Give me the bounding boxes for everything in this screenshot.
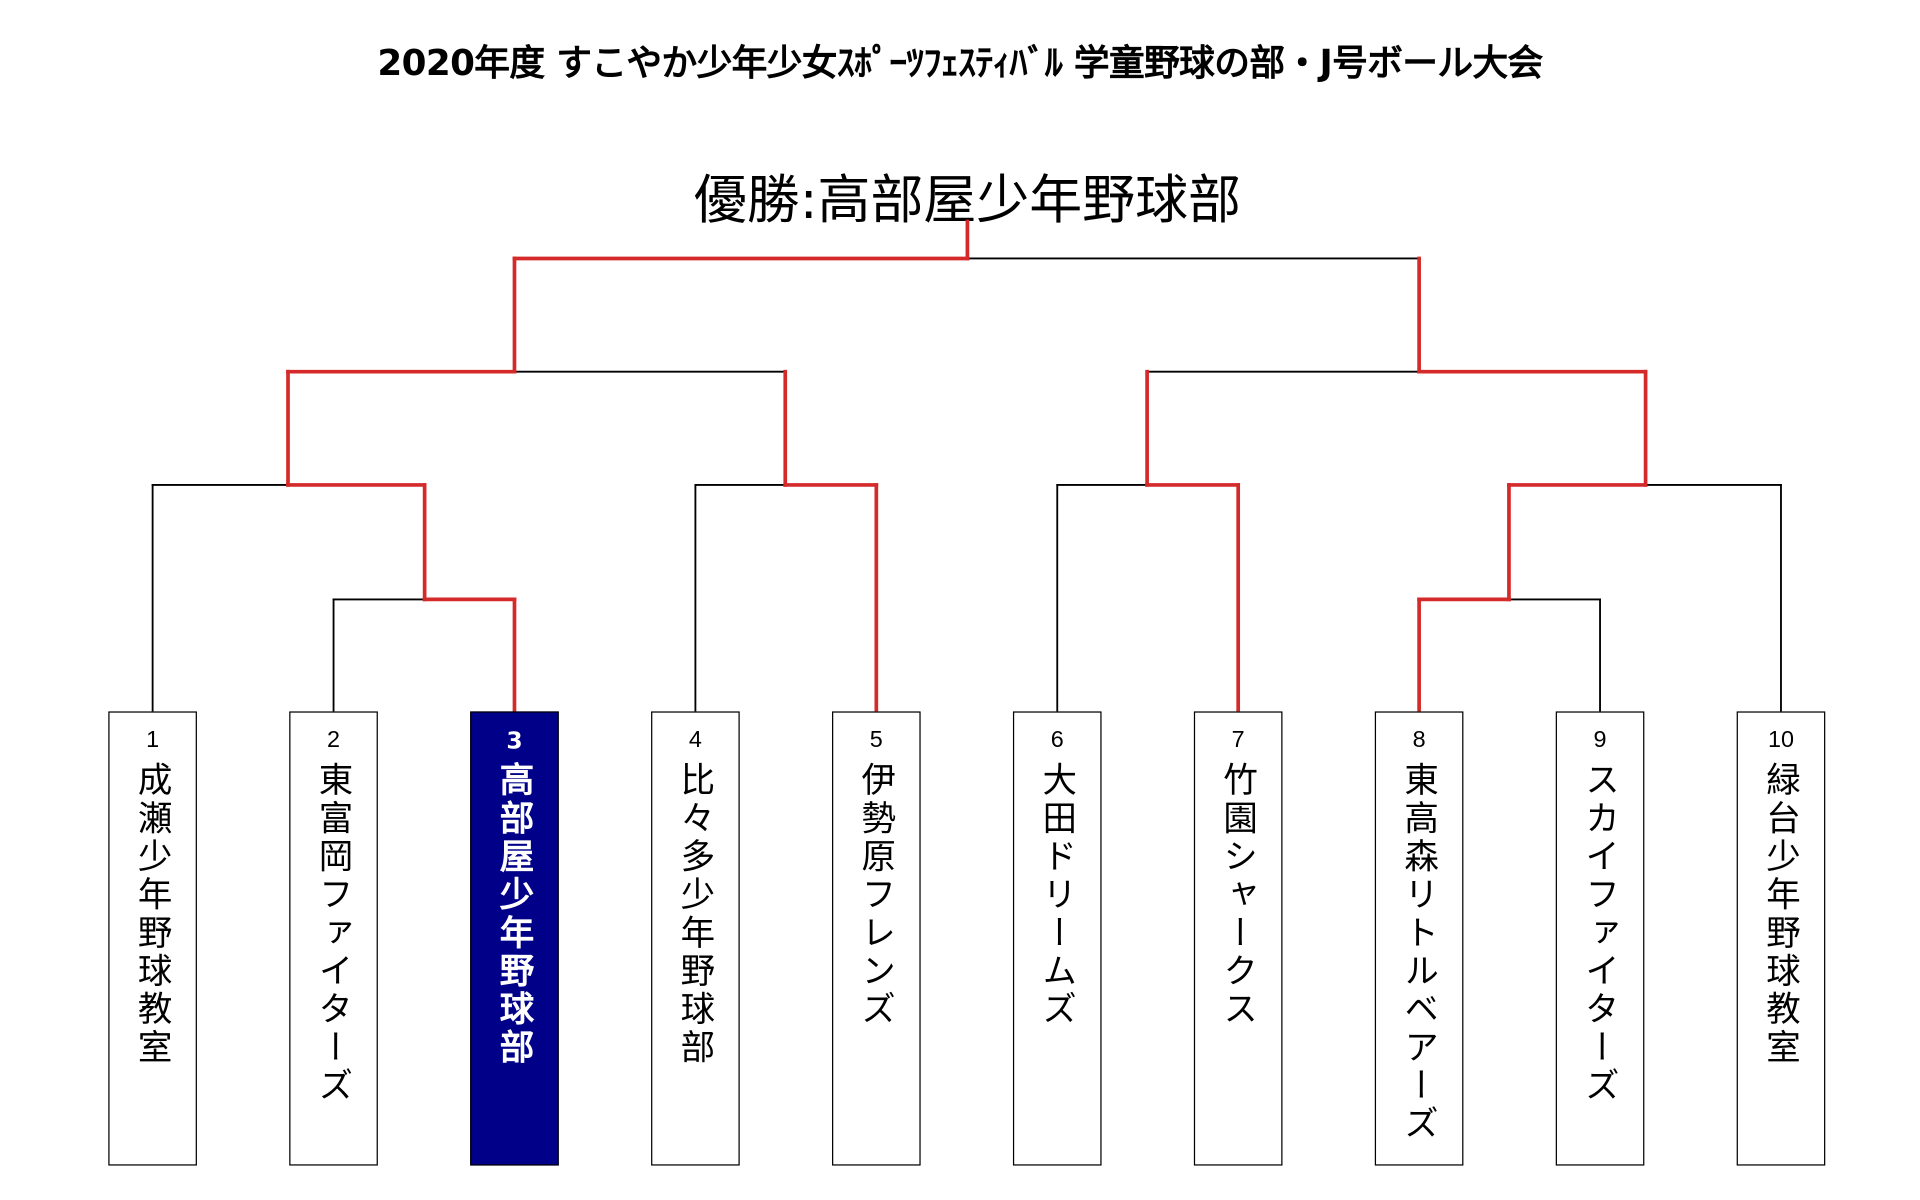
- team-seed-number: 4: [688, 727, 702, 754]
- team-seed-number: 3: [506, 727, 523, 755]
- team-name: 成瀬少年野球教室: [132, 761, 174, 1068]
- team-seed-number: 5: [869, 727, 883, 754]
- team-seed-number: 1: [146, 727, 160, 754]
- team-box-10: 10 緑台少年野球教室: [1736, 711, 1826, 1166]
- team-name: 東富岡ファイターズ: [313, 761, 355, 1106]
- team-box-5: 5 伊勢原フレンズ: [832, 711, 921, 1166]
- team-box-1: 1 成瀬少年野球教室: [108, 711, 197, 1166]
- team-box-7: 7 竹園シャークス: [1193, 711, 1283, 1166]
- team-box-6: 6 大田ドリームズ: [1012, 711, 1102, 1166]
- team-name: 伊勢原フレンズ: [856, 761, 898, 1029]
- team-name: 東高森リトルベアーズ: [1399, 761, 1441, 1144]
- page-title: 2020年度 すこやか少年少女ｽﾎﾟｰﾂﾌｪｽﾃｨﾊﾞﾙ 学童野球の部・J号ボー…: [377, 41, 1543, 84]
- team-seed-number: 7: [1231, 727, 1245, 754]
- team-name: 大田ドリームズ: [1037, 761, 1079, 1029]
- team-box-4: 4 比々多少年野球部: [651, 711, 740, 1166]
- team-name: 比々多少年野球部: [675, 761, 717, 1068]
- team-box-3: 3 高部屋少年野球部: [470, 711, 559, 1166]
- team-box-2: 2 東富岡ファイターズ: [289, 711, 378, 1166]
- team-box-8: 8 東高森リトルベアーズ: [1374, 711, 1464, 1166]
- team-box-9: 9 スカイファイターズ: [1555, 711, 1645, 1166]
- team-name: スカイファイターズ: [1580, 761, 1621, 1106]
- team-seed-number: 8: [1412, 727, 1426, 754]
- team-seed-number: 6: [1050, 727, 1064, 754]
- team-name: 高部屋少年野球部: [494, 761, 536, 1068]
- team-name: 竹園シャークス: [1218, 761, 1260, 1029]
- team-seed-number: 2: [327, 727, 341, 754]
- team-seed-number: 9: [1593, 727, 1607, 754]
- team-name: 緑台少年野球教室: [1761, 761, 1802, 1068]
- team-seed-number: 10: [1767, 727, 1794, 754]
